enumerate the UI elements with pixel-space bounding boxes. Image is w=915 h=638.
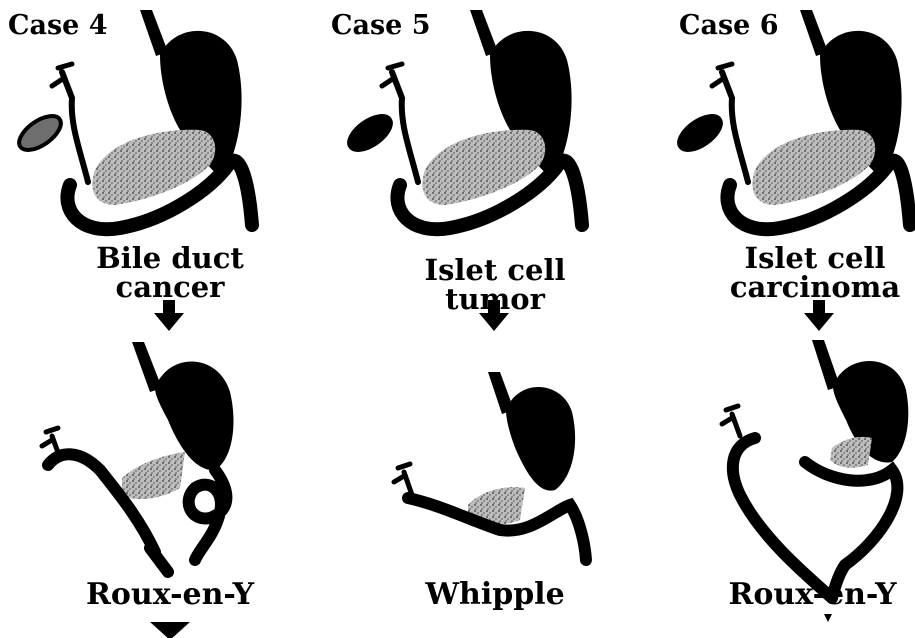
stomach (155, 361, 234, 470)
case6-postop-anatomy (722, 340, 908, 598)
stomach (506, 387, 575, 491)
bile-duct (722, 72, 748, 182)
pancreas-remnant (830, 437, 872, 468)
case6-diagnosis-line2: carcinoma (710, 273, 915, 302)
case4-preop-anatomy (13, 10, 252, 229)
case6-down-arrow (804, 300, 834, 331)
bile-duct (392, 72, 418, 182)
partial-down-arrow (150, 622, 190, 638)
jejunum-down (150, 548, 168, 572)
case4-diagnosis-line2: cancer (60, 273, 280, 302)
pancreas-remnant (122, 452, 185, 499)
case4-down-arrow (154, 300, 184, 331)
hepatic-duct (42, 428, 60, 458)
case6-preop-anatomy (673, 10, 910, 229)
case5-procedure: Whipple (380, 580, 610, 610)
case5-diagnosis: Islet cell tumor (370, 256, 620, 314)
duodenal-loop (189, 470, 227, 560)
case6-title: Case 6 (679, 12, 779, 39)
gallbladder (13, 109, 66, 156)
case5-title: Case 5 (331, 12, 431, 39)
case5-diagnosis-line1: Islet cell tumor (370, 256, 620, 314)
case5-postop-anatomy (394, 372, 586, 560)
hepatic-duct (394, 464, 412, 495)
case4-procedure: Roux-en-Y (50, 580, 290, 610)
case6-procedure: Roux-en-Y (710, 580, 915, 610)
case4-diagnosis-line1: Bile duct (60, 244, 280, 273)
gallbladder (673, 109, 726, 156)
case6-diagnosis-line1: Islet cell (710, 244, 915, 273)
case4-diagnosis: Bile duct cancer (60, 244, 280, 302)
gallbladder (343, 109, 396, 156)
case5-preop-anatomy (343, 10, 582, 229)
case6-diagnosis: Islet cell carcinoma (710, 244, 915, 302)
case4-postop-anatomy (42, 342, 234, 572)
bile-duct (62, 72, 88, 182)
case4-title: Case 4 (8, 12, 108, 39)
hepatic-duct (722, 406, 740, 436)
small-arrow-mark (824, 614, 832, 622)
jejunal-limb (733, 438, 832, 598)
